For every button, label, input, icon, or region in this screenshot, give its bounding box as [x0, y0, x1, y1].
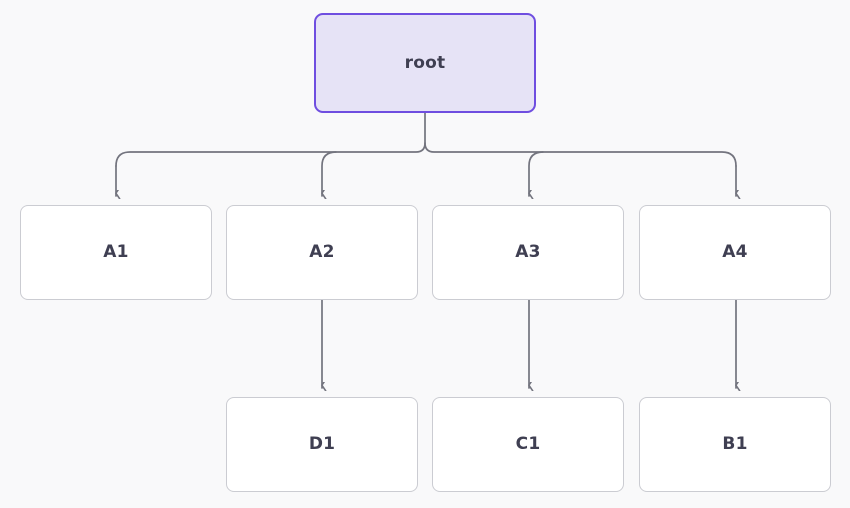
node-a1-label: A1	[103, 242, 129, 262]
node-root-label: root	[404, 52, 446, 73]
node-root[interactable]: root	[314, 13, 536, 113]
node-b1-label: B1	[722, 434, 748, 454]
node-a2-label: A2	[309, 242, 335, 262]
edge-root-trunk-right	[424, 142, 737, 167]
edge-root-a2	[322, 151, 337, 196]
edge-root-trunk	[115, 112, 426, 167]
node-a4[interactable]: A4	[639, 205, 831, 300]
node-a3[interactable]: A3	[432, 205, 624, 300]
edge-root-a3	[529, 151, 544, 196]
node-a1[interactable]: A1	[20, 205, 212, 300]
node-c1[interactable]: C1	[432, 397, 624, 492]
node-d1[interactable]: D1	[226, 397, 418, 492]
node-c1-label: C1	[515, 434, 541, 454]
node-d1-label: D1	[308, 434, 336, 454]
node-b1[interactable]: B1	[639, 397, 831, 492]
node-a4-label: A4	[722, 242, 748, 262]
node-a3-label: A3	[515, 242, 541, 262]
node-a2[interactable]: A2	[226, 205, 418, 300]
